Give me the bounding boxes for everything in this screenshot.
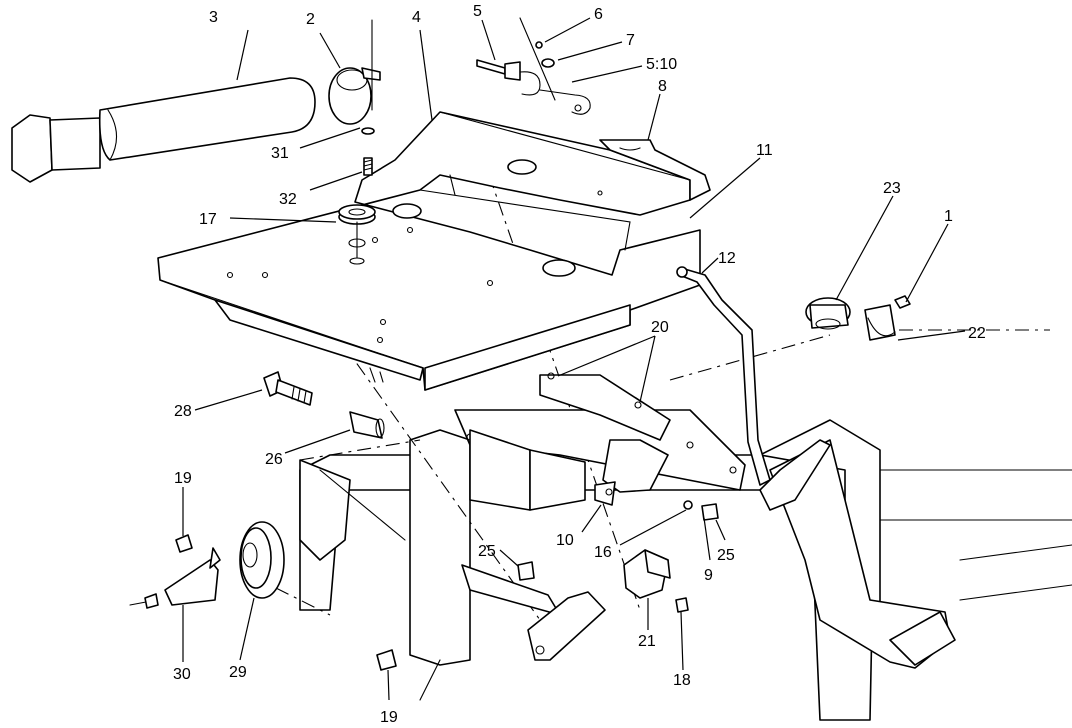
callout-10: 10: [556, 532, 574, 549]
leader-lines: [182, 17, 966, 701]
callout-1: 1: [944, 208, 953, 225]
callout-12: 12: [718, 250, 736, 267]
hidden-lines: [249, 119, 1050, 621]
callout-29: 29: [229, 664, 247, 681]
callout-19-lower: 19: [380, 709, 398, 726]
callout-6: 6: [594, 6, 603, 23]
frame-assembly: [299, 419, 1072, 721]
pin-and-lanyard: [476, 17, 591, 115]
callout-18: 18: [673, 672, 691, 689]
arm-tube: [11, 77, 316, 183]
callout-2: 2: [306, 11, 315, 28]
rear-bracket: [599, 139, 711, 201]
callout-25-right: 25: [717, 547, 735, 564]
lower-hardware: [376, 500, 719, 671]
callout-17: 17: [199, 211, 217, 228]
callout-3: 3: [209, 9, 218, 26]
seat-rod: [676, 266, 771, 486]
callout-22: 22: [968, 325, 986, 342]
clamp-ring: [328, 19, 381, 125]
callout-16: 16: [594, 544, 612, 561]
callout-5: 5: [473, 3, 482, 20]
callout-7: 7: [626, 32, 635, 49]
callout-5-10: 5:10: [646, 56, 677, 73]
callout-32: 32: [279, 191, 297, 208]
lower-bracket: [454, 372, 746, 511]
callout-31: 31: [271, 145, 289, 162]
pulley-assembly: [129, 521, 285, 609]
callout-26: 26: [265, 451, 283, 468]
callout-23: 23: [883, 180, 901, 197]
roller-assembly: [805, 295, 911, 341]
callout-19-upper: 19: [174, 470, 192, 487]
callout-labels: 3 2 4 5 6 7 5:10 8 11 31 32 17 23 1 12 2…: [173, 3, 986, 726]
callout-25-center: 25: [478, 543, 496, 560]
bolt-and-spacer: [263, 371, 385, 439]
callout-20: 20: [651, 319, 669, 336]
callout-30: 30: [173, 666, 191, 683]
callout-8: 8: [658, 78, 667, 95]
callout-9: 9: [704, 567, 713, 584]
callout-4: 4: [412, 9, 421, 26]
callout-28: 28: [174, 403, 192, 420]
nut-and-bolt: [361, 127, 375, 176]
bushing: [338, 204, 376, 265]
callout-21: 21: [638, 633, 656, 650]
seat-base-plate: [157, 111, 701, 391]
callout-11: 11: [756, 142, 773, 159]
